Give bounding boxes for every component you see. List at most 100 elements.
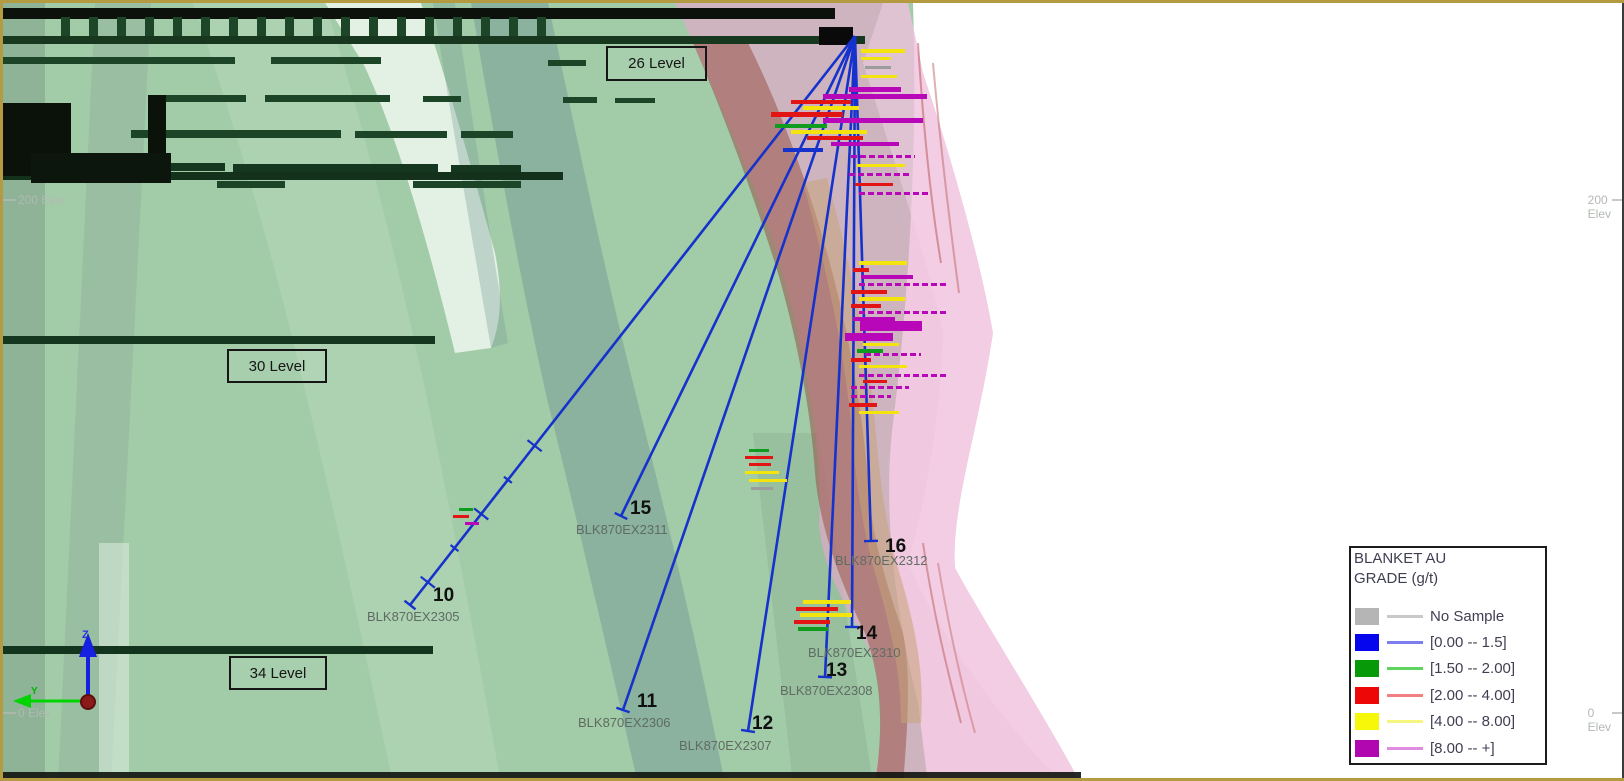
grade-interval-bar [803, 106, 859, 110]
grade-interval-bar [791, 100, 851, 104]
grade-interval-bar [798, 627, 828, 631]
grade-interval-bar [853, 268, 869, 272]
grade-interval-bar [857, 349, 883, 353]
grade-interval-bar [803, 600, 851, 604]
hole-name-label: BLK870EX2307 [679, 738, 772, 753]
elevation-label: 0 Elev [1587, 706, 1611, 734]
grade-interval-bar [796, 607, 838, 611]
legend-color-swatch [1355, 686, 1379, 704]
legend-row: No Sample [1351, 605, 1545, 627]
legend-line-sample [1387, 746, 1423, 750]
legend-color-swatch [1355, 739, 1379, 757]
grade-interval-bar [859, 261, 907, 265]
grade-interval-bar [771, 112, 843, 117]
grade-interval-bar [851, 290, 887, 294]
grade-interval-bar [857, 164, 905, 167]
hole-number-label: 14 [856, 623, 878, 644]
grade-interval-bar [853, 317, 895, 321]
grade-interval-bar [775, 124, 827, 128]
level-label: 26 Level [606, 46, 707, 81]
hole-number-label: 10 [433, 585, 455, 606]
grade-interval-bar [831, 142, 899, 146]
grade-interval-bar [823, 94, 927, 99]
grade-interval-bar [851, 358, 871, 362]
tunnel-network [3, 8, 1081, 778]
grade-interval-bar [863, 380, 887, 383]
grade-interval-bar [845, 333, 893, 341]
legend-line-sample [1387, 640, 1423, 644]
legend-row: [1.50 -- 2.00] [1351, 658, 1545, 680]
grade-interval-bar [453, 515, 469, 518]
grade-interval-bar [800, 613, 852, 617]
legend-color-swatch [1355, 713, 1379, 731]
hole-number-label: 15 [630, 498, 652, 519]
legend-line-sample [1387, 667, 1423, 671]
drillhole-survey-tick [449, 544, 460, 553]
drillhole-toe-tick [817, 675, 833, 679]
drillhole-toe-tick [615, 706, 631, 714]
grade-interval-bar [465, 522, 479, 525]
grade-interval-bar [865, 66, 891, 69]
hole-number-label: 13 [826, 660, 848, 681]
grade-interval-bar [745, 471, 779, 474]
drillhole-survey-tick [503, 475, 513, 484]
legend-line-sample [1387, 720, 1423, 724]
grade-interval-bar [749, 449, 769, 452]
grade-interval-bar [794, 620, 830, 624]
grade-interval-bar [851, 304, 881, 308]
grade-interval-bar [459, 508, 473, 511]
grade-interval-bar [861, 57, 891, 60]
hole-name-label: BLK870EX2312 [835, 553, 928, 568]
axis-triad-icon [13, 633, 97, 710]
legend-entry-label: [2.00 -- 4.00] [1430, 686, 1516, 704]
elevation-ticks [3, 199, 1624, 714]
grade-interval-bar [861, 75, 897, 78]
grade-interval-bar [859, 297, 905, 301]
grade-interval-bar [745, 456, 773, 459]
grade-interval-bar [849, 403, 877, 407]
grade-interval-bar [861, 49, 905, 53]
legend-title-line1: BLANKET AU [1354, 550, 1447, 567]
grade-interval-bar [749, 479, 787, 482]
hole-number-label: 11 [637, 691, 658, 712]
hole-name-label: BLK870EX2308 [780, 683, 873, 698]
grade-interval-bar [783, 148, 823, 152]
hole-number-label: 12 [752, 713, 774, 734]
drillhole-toe-tick [614, 511, 628, 521]
elevation-label: 200 Elev [18, 193, 65, 207]
viewport-right-edge [1622, 3, 1624, 778]
drillhole-survey-tick [473, 507, 489, 521]
elevation-label: 0 Elev [18, 706, 52, 720]
drillhole-toe-tick [403, 599, 417, 611]
drillhole-survey-tick [420, 575, 436, 589]
hole-name-label: BLK870EX2306 [578, 715, 671, 730]
legend-color-swatch [1355, 633, 1379, 651]
hole-number-label: 16 [885, 536, 907, 557]
legend-line-sample [1387, 614, 1423, 618]
grade-interval-bar [855, 183, 893, 186]
drillhole-trace [746, 35, 857, 732]
grade-interval-bar [859, 365, 907, 368]
hole-name-label: BLK870EX2305 [367, 609, 460, 624]
legend-row: [4.00 -- 8.00] [1351, 711, 1545, 733]
grade-interval-bar [823, 118, 923, 123]
grade-interval-bar [861, 275, 913, 279]
legend-row: [0.00 -- 1.5] [1351, 631, 1545, 653]
elevation-label: 200 Elev [1587, 193, 1611, 221]
legend-title-line2: GRADE (g/t) [1354, 570, 1439, 587]
legend-entry-label: No Sample [1430, 607, 1505, 625]
legend-entry-label: [4.00 -- 8.00] [1430, 713, 1516, 731]
grade-interval-bar [859, 411, 899, 414]
legend-row: [2.00 -- 4.00] [1351, 684, 1545, 706]
grade-interval-bar [751, 487, 773, 490]
legend-row: [8.00 -- +] [1351, 737, 1545, 759]
grade-interval-bar [749, 463, 771, 466]
legend-color-swatch [1355, 607, 1379, 625]
drillhole-layer [403, 35, 947, 734]
legend-line-sample [1387, 693, 1423, 697]
legend-entry-label: [0.00 -- 1.5] [1430, 633, 1507, 651]
grade-interval-bar [807, 136, 863, 140]
grade-interval-bar [860, 321, 922, 331]
triad-z-label: Z [82, 629, 89, 641]
